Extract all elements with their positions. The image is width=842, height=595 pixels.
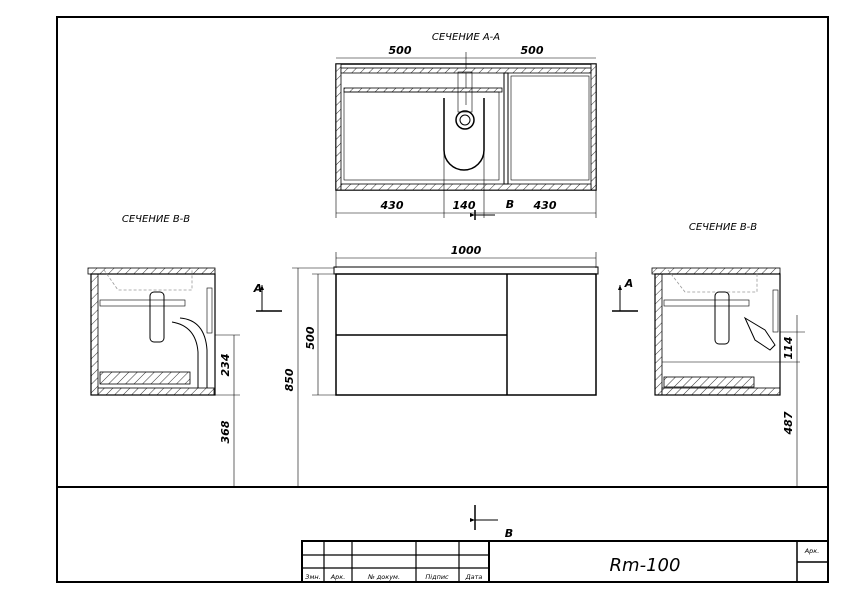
section-bb-left: СЕЧЕНИЕ В-В 234 368 [87, 214, 240, 487]
siphon-inner [459, 114, 471, 126]
drawing-designation: Rm-100 [610, 555, 681, 576]
dim-width: 1000 [451, 244, 482, 257]
drawer-rail [99, 299, 186, 307]
dim-body-height: 500 [304, 326, 317, 349]
back-panel [654, 273, 663, 396]
partition [503, 72, 509, 185]
side-panel-left [335, 63, 342, 191]
door-compartment [510, 75, 590, 181]
dim-floor-height: 368 [219, 420, 232, 443]
siphon [149, 291, 165, 343]
back-panel [90, 273, 99, 396]
dim-outlet-height: 234 [219, 354, 232, 377]
dim-top-left: 500 [389, 44, 412, 57]
back-panel [340, 67, 592, 74]
title-block: Змн. Арк. № докум. Підпис Дата Арк. Rm-1… [301, 540, 829, 583]
lower-drawer [99, 371, 191, 385]
bottom-panel [97, 387, 215, 396]
basin-outline [103, 269, 193, 291]
col-date: Дата [465, 573, 483, 581]
col-sheet: Арк. [330, 573, 346, 581]
bottom-panel [661, 387, 781, 396]
dim-total-height: 850 [283, 368, 296, 391]
drawer-rail [663, 299, 750, 307]
col-document-no: № докум. [367, 573, 400, 581]
cabinet-outline [90, 273, 216, 396]
front-view: 1000 500 850 A A B [253, 244, 638, 540]
side-panel-right [590, 63, 597, 191]
countertop [87, 267, 216, 275]
dim-bottom-mid: 140 [453, 199, 476, 212]
section-bb-right-title: СЕЧЕНИЕ В-В [689, 222, 757, 233]
siphon-cutout [443, 98, 485, 171]
dim-bottom-left: 430 [380, 199, 404, 212]
door-handle [206, 287, 213, 334]
cabinet-outline [654, 273, 781, 396]
countertop [651, 267, 781, 275]
drain-pipe [171, 317, 208, 388]
drain-pipe [457, 71, 473, 113]
dim-floor-height: 487 [782, 411, 795, 435]
section-marker-a-right: A [624, 277, 634, 290]
drawing-frame [56, 16, 829, 583]
dim-bottom-right: 430 [533, 199, 557, 212]
section-aa-title: СЕЧЕНИЕ А-А [432, 32, 500, 43]
sheet-label: Арк. [804, 547, 820, 555]
section-marker-b: B [506, 198, 514, 211]
dim-outlet-height: 114 [782, 337, 795, 360]
section-bb-left-title: СЕЧЕНИЕ В-В [122, 214, 190, 225]
section-bb-right: СЕЧЕНИЕ В-В 114 487 [651, 222, 805, 487]
front-panel [340, 183, 592, 191]
siphon [714, 291, 730, 345]
section-aa: СЕЧЕНИЕ А-А 500 500 430 140 B 430 [335, 32, 597, 220]
drain-pipe [743, 316, 776, 351]
siphon-top [455, 110, 475, 130]
col-signature: Підпис [425, 573, 449, 581]
drawer-back [343, 87, 503, 93]
section-marker-b-bottom: B [505, 527, 513, 540]
door-handle [772, 289, 779, 333]
section-marker-a-left: A [253, 282, 263, 295]
dim-top-right: 500 [521, 44, 544, 57]
drawer-box [343, 91, 500, 181]
lower-drawer [663, 376, 755, 388]
col-change: Змн. [305, 573, 320, 581]
countertop [333, 266, 599, 275]
basin-outline [667, 269, 758, 293]
